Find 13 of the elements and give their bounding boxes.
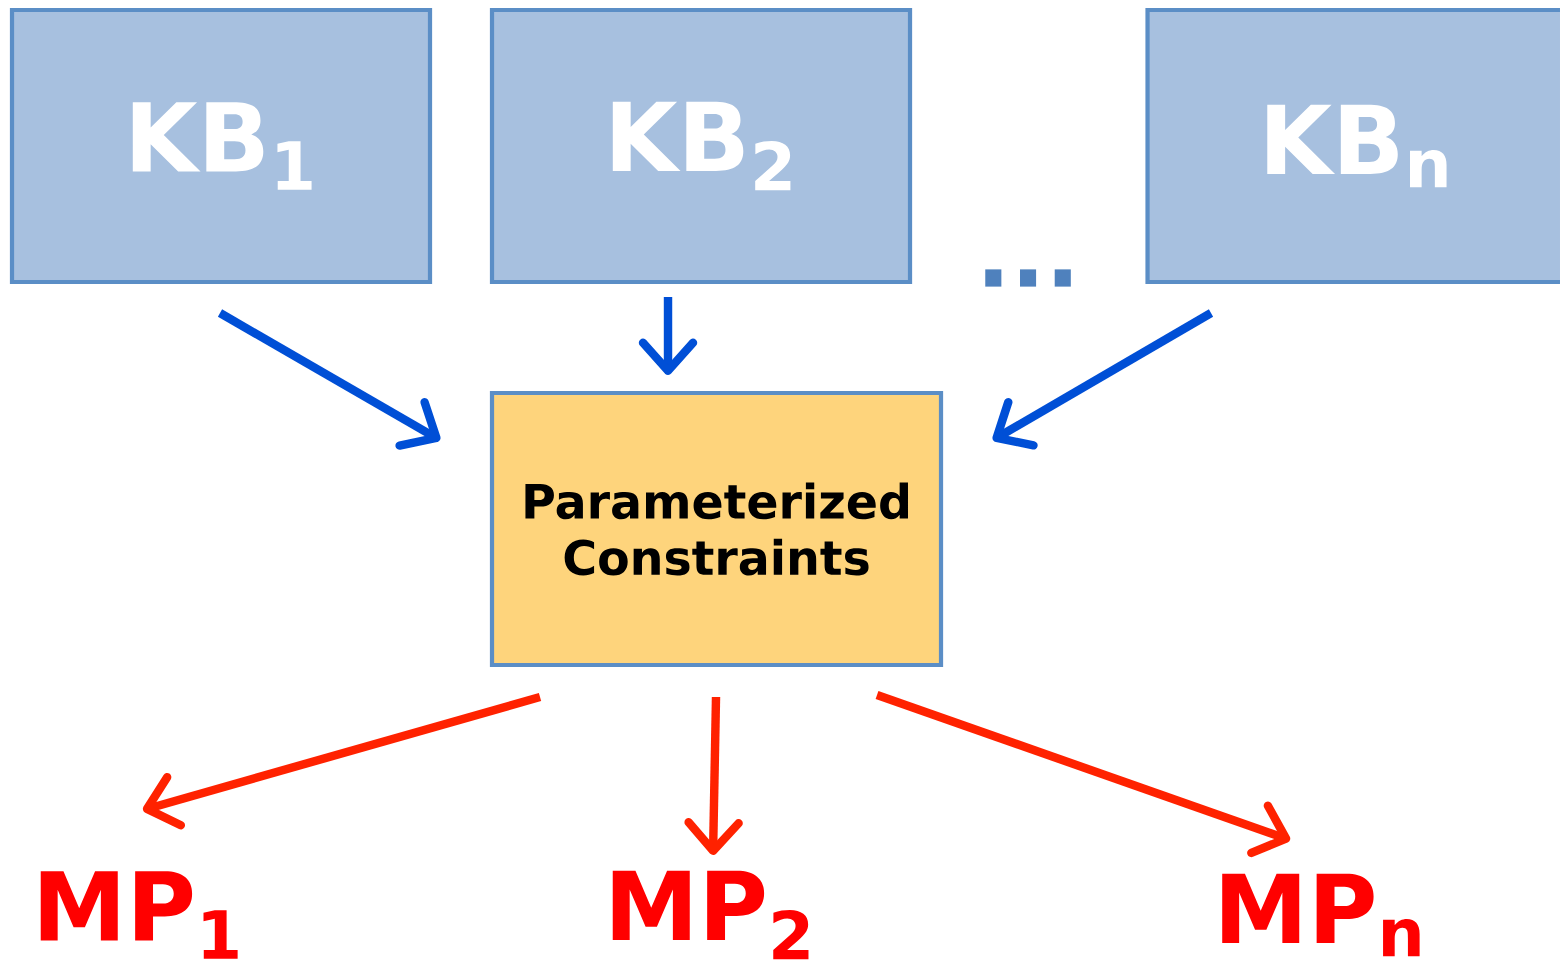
process-box: Parameterized Constraints [489,390,944,668]
output-label: MP$_{2}$ [612,870,809,960]
arrow [684,696,743,855]
arrow [142,692,542,830]
arrow [217,309,441,450]
output-label: MP$_{1}$ [40,871,238,959]
knowledge-base-box: KB$_{2}$ [489,7,913,285]
ellipsis: ... [985,269,1071,287]
output-label: MP$_{n}$ [1222,873,1420,957]
arrow [992,309,1214,450]
arrow [875,691,1291,858]
knowledge-base-box: KB$_{1}$ [9,7,433,285]
knowledge-base-box: KB$_{n}$ [1145,7,1560,285]
